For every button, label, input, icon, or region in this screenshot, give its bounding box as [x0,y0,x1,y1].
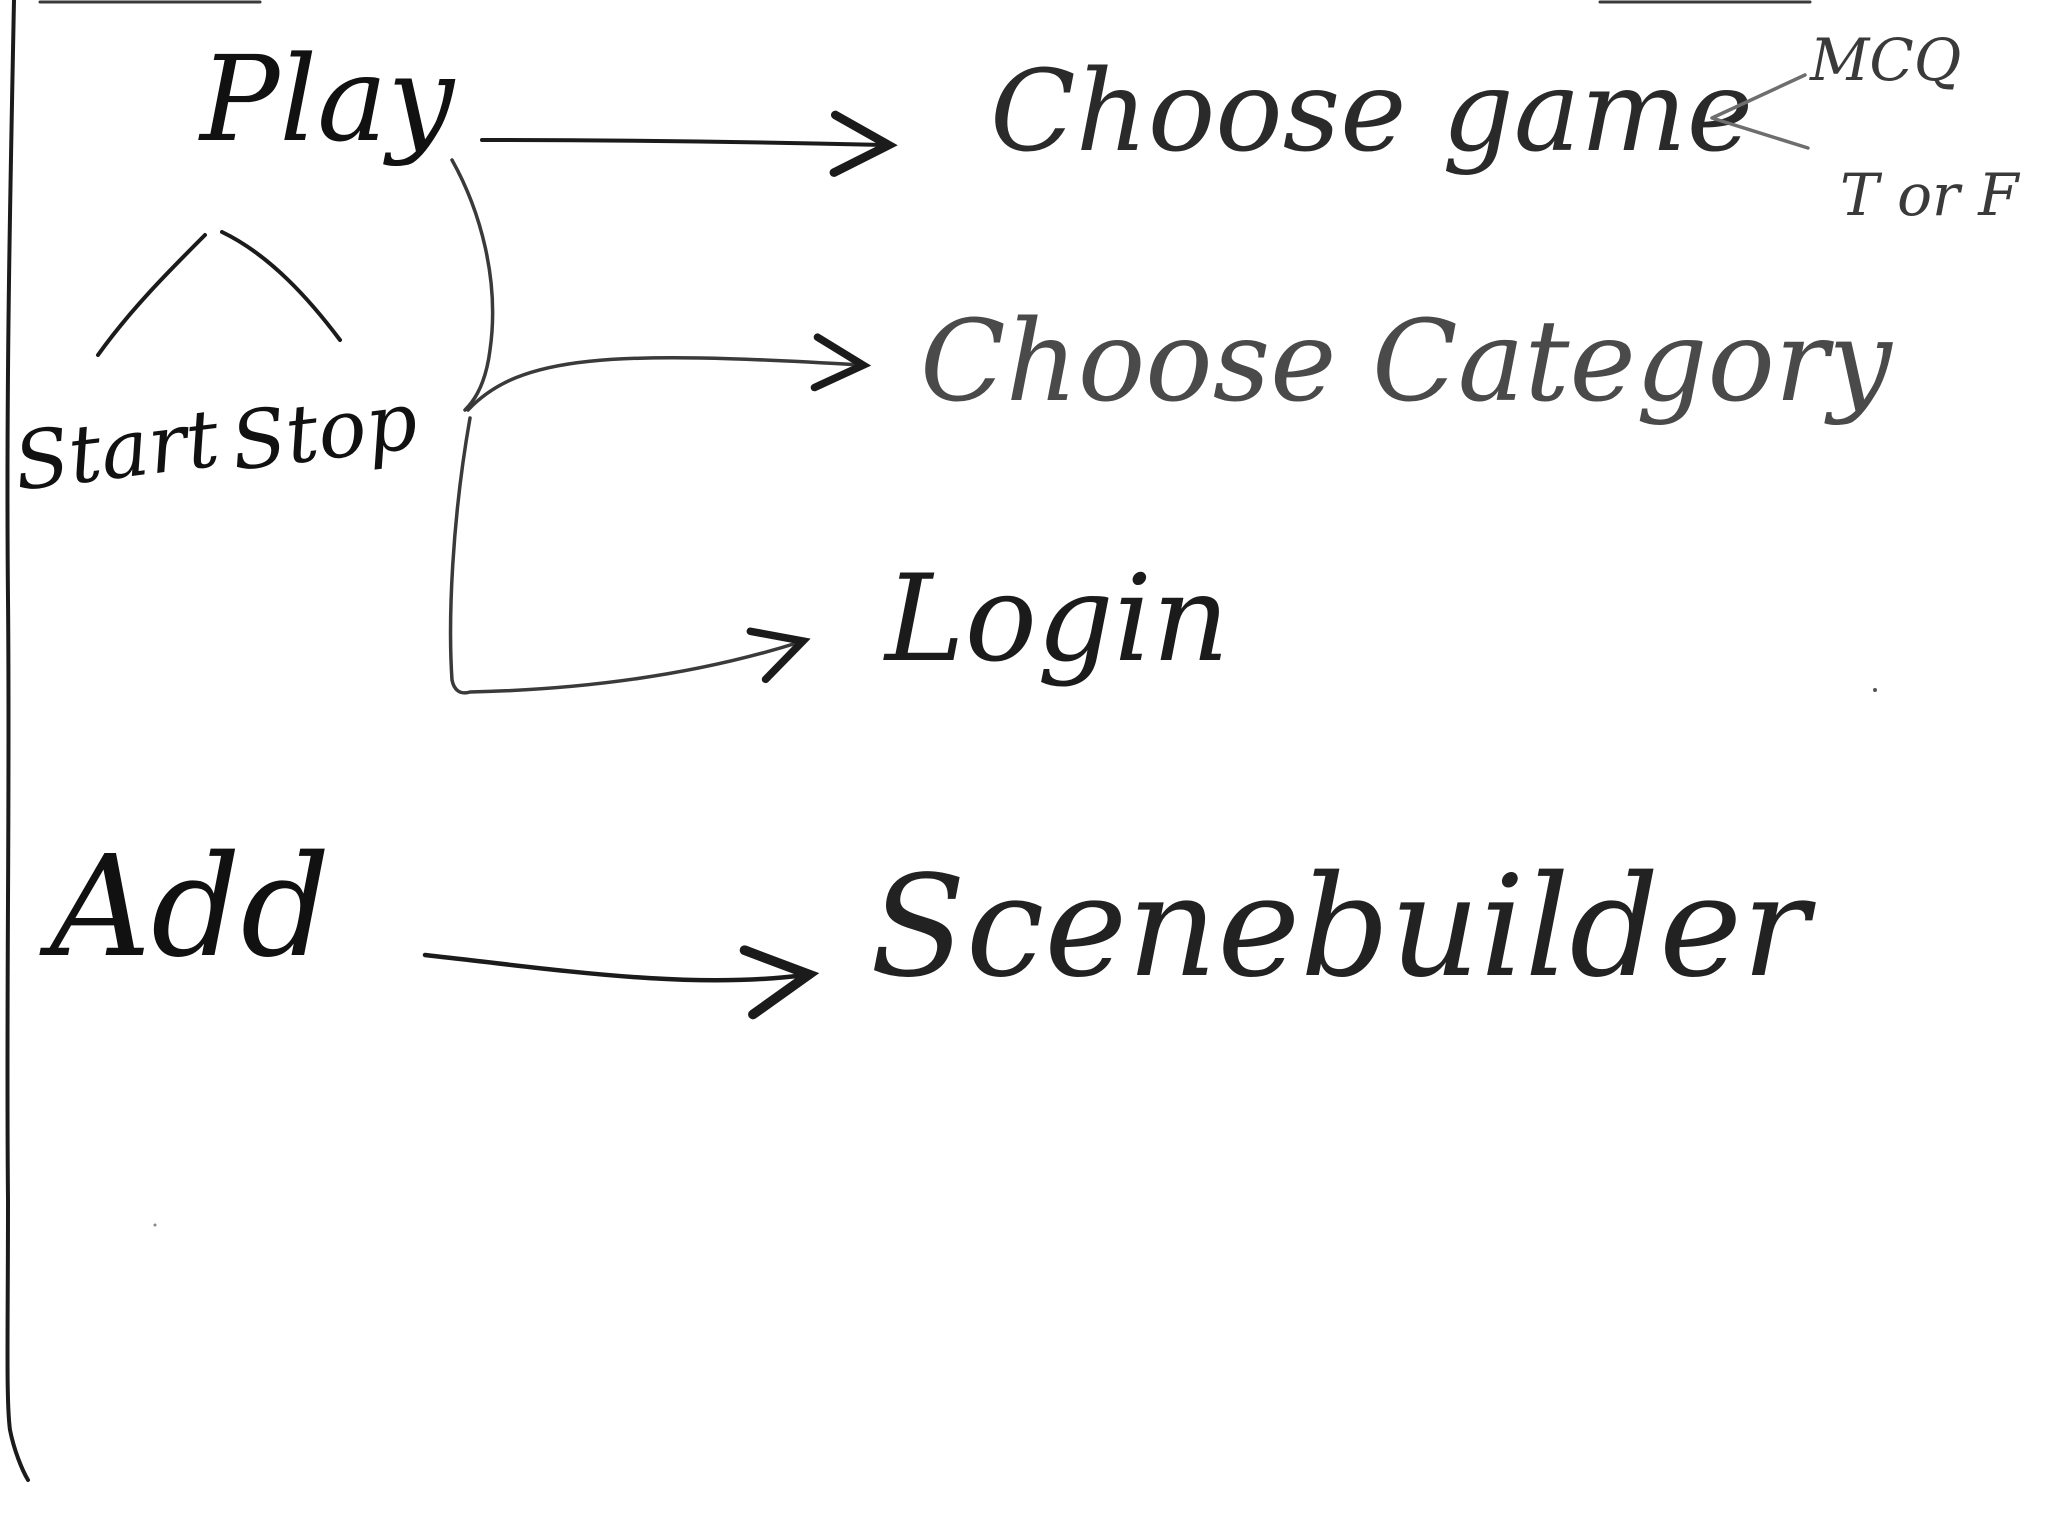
node-start: Start [9,391,225,508]
arrow-to-choose-category [466,333,872,412]
node-play: Play [198,30,455,168]
node-login: Login [883,550,1229,689]
node-add: Add [39,826,330,989]
arrow-add-to-scenebuilder [422,945,820,1020]
left-margin-line [5,0,30,1482]
node-scenebuilder: Scenebuilder [870,846,1816,1009]
bracket-curve [450,158,495,412]
node-mcq: MCQ [1809,26,1961,94]
branch-line-stop [220,230,342,342]
node-torf: T or F [1840,161,2020,229]
ink-speck [1873,688,1877,692]
node-choose-category: Choose Category [920,297,1893,427]
arrow-play-to-choose-game [480,110,898,177]
ink-speck-2 [153,1223,157,1227]
node-choose-game: Choose game [990,47,1753,177]
branch-line-start [96,233,207,357]
node-stop: Stop [226,374,422,489]
split-to-options [1710,73,1810,150]
arrow-to-login [448,416,811,695]
